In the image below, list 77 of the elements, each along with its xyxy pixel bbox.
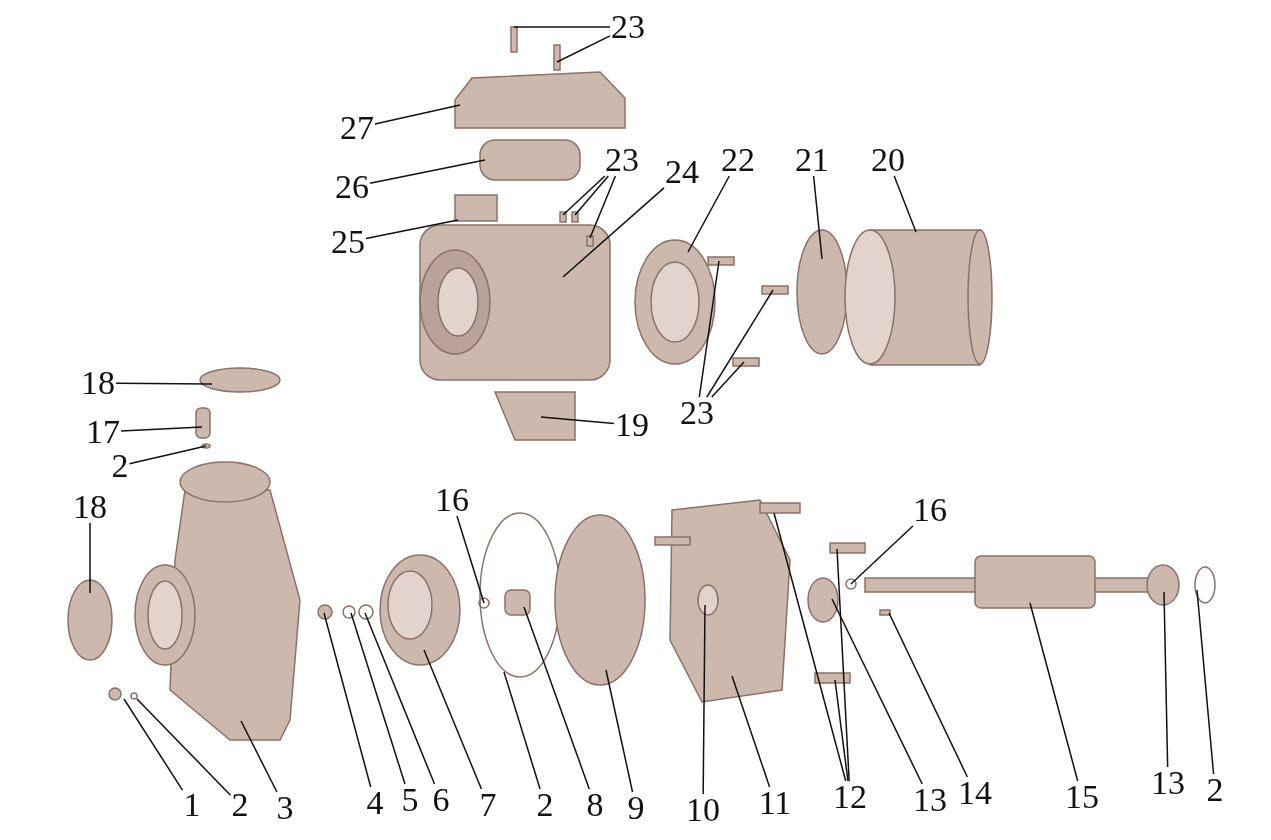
leader-line [711, 361, 745, 398]
callout-number: 25 [330, 226, 366, 258]
leader-line [556, 35, 611, 63]
leader-line [1196, 589, 1215, 775]
leader-line [136, 698, 232, 796]
leader-line [523, 606, 590, 790]
callout-number: 2 [230, 789, 250, 821]
leader-line [698, 260, 720, 398]
leader-line [702, 604, 706, 795]
leader-line [605, 669, 634, 793]
leader-line [323, 612, 372, 788]
leader-line [706, 289, 774, 398]
leader-line [369, 159, 486, 185]
leader-line [503, 671, 541, 790]
leader-line [350, 612, 406, 785]
leader-line [888, 612, 969, 778]
leader-line [562, 187, 665, 278]
leader-line [89, 522, 91, 594]
callout-number: 20 [870, 144, 906, 176]
leader-line [731, 675, 771, 788]
leader-line [365, 219, 459, 240]
leader-line [562, 175, 606, 216]
callout-number: 11 [757, 787, 793, 819]
callout-number: 15 [1064, 781, 1100, 813]
leader-line [831, 598, 923, 785]
leader-line [812, 175, 823, 260]
callout-number: 23 [610, 11, 646, 43]
callout-number: 16 [434, 484, 470, 516]
callout-number: 5 [400, 784, 420, 816]
leader-line [1029, 602, 1079, 782]
callout-number: 2 [1205, 774, 1225, 806]
leader-line [120, 426, 203, 432]
callout-number: 13 [1150, 767, 1186, 799]
leader-line [456, 515, 485, 604]
callout-number: 4 [365, 787, 385, 819]
callout-number: 24 [664, 156, 700, 188]
leader-line [589, 175, 617, 239]
callout-number: 23 [679, 397, 715, 429]
callout-number: 9 [626, 792, 646, 824]
callout-number: 8 [585, 789, 605, 821]
leader-line [574, 175, 610, 216]
leader-line [240, 720, 278, 793]
callout-number: 18 [80, 367, 116, 399]
callout-number: 2 [535, 789, 555, 821]
callout-number: 13 [912, 784, 948, 816]
leader-line [123, 698, 184, 791]
callout-number: 18 [72, 491, 108, 523]
leader-line [540, 416, 615, 425]
callout-number: 12 [832, 781, 868, 813]
leader-line [1163, 591, 1169, 768]
callout-number: 26 [334, 171, 370, 203]
callout-number: 19 [614, 409, 650, 441]
callout-number: 1 [182, 789, 202, 821]
callout-number: 6 [431, 784, 451, 816]
leader-line [893, 175, 917, 233]
callout-number: 7 [478, 789, 498, 821]
callout-number: 14 [957, 777, 993, 809]
callout-number: 23 [604, 144, 640, 176]
leader-line [513, 26, 611, 28]
callout-number: 10 [685, 794, 721, 826]
leader-line [850, 525, 914, 585]
callout-number: 3 [275, 792, 295, 824]
callout-number: 16 [912, 494, 948, 526]
leader-line [836, 548, 850, 782]
callout-number: 21 [794, 144, 830, 176]
leader-line [364, 612, 436, 785]
leader-line [115, 382, 213, 385]
callout-number: 22 [720, 144, 756, 176]
leader-line [687, 175, 731, 253]
leader-line [423, 649, 483, 790]
leader-line [773, 512, 847, 782]
callout-number: 2 [110, 450, 130, 482]
callout-number: 17 [85, 416, 121, 448]
leader-line [374, 104, 461, 125]
leader-line [128, 445, 207, 465]
callout-number: 27 [339, 112, 375, 144]
leader-line [834, 679, 849, 782]
